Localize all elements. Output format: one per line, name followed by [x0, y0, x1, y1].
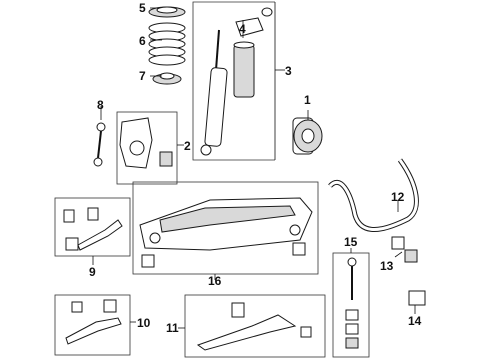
callout-12: 12	[391, 190, 405, 204]
trailing-arm	[65, 299, 122, 345]
shock-absorber	[200, 29, 228, 156]
callout-13: 13	[380, 259, 394, 273]
callout-14: 14	[408, 314, 422, 328]
coil-spring	[148, 22, 186, 66]
upper-control-arm	[63, 207, 123, 251]
callout-1: 1	[304, 93, 311, 107]
frame-lower-arm	[184, 294, 326, 358]
callout-2: 2	[184, 139, 191, 153]
callout-9: 9	[89, 265, 96, 279]
lower-spring-insulator	[152, 72, 182, 85]
frame-trailing-arm	[54, 294, 131, 356]
stabilizer-clamp	[408, 290, 426, 306]
callout-10: 10	[137, 316, 151, 330]
callout-16: 16	[208, 274, 222, 288]
callout-7: 7	[139, 69, 146, 83]
leader-lines	[92, 7, 416, 329]
lateral-link	[93, 122, 106, 167]
callout-6: 6	[139, 34, 146, 48]
callout-4: 4	[239, 22, 246, 36]
stabilizer-bar	[328, 158, 419, 233]
steering-knuckle	[119, 117, 173, 169]
frame-strut-assembly	[192, 1, 275, 161]
upper-spring-insulator	[148, 6, 186, 18]
callout-3: 3	[285, 64, 292, 78]
callout-15: 15	[344, 235, 358, 249]
callout-8: 8	[97, 98, 104, 112]
wheel-hub	[292, 117, 323, 155]
frame-subframe	[132, 181, 319, 275]
frame-upper-arm	[54, 197, 131, 257]
rear-subframe	[139, 197, 313, 268]
frame-knuckle	[116, 111, 178, 185]
callout-5: 5	[139, 1, 146, 15]
stabilizer-link	[345, 257, 359, 349]
lower-control-arm	[196, 302, 312, 351]
dust-boot	[233, 41, 255, 98]
callout-11: 11	[166, 321, 179, 335]
stabilizer-bushing	[391, 236, 418, 263]
